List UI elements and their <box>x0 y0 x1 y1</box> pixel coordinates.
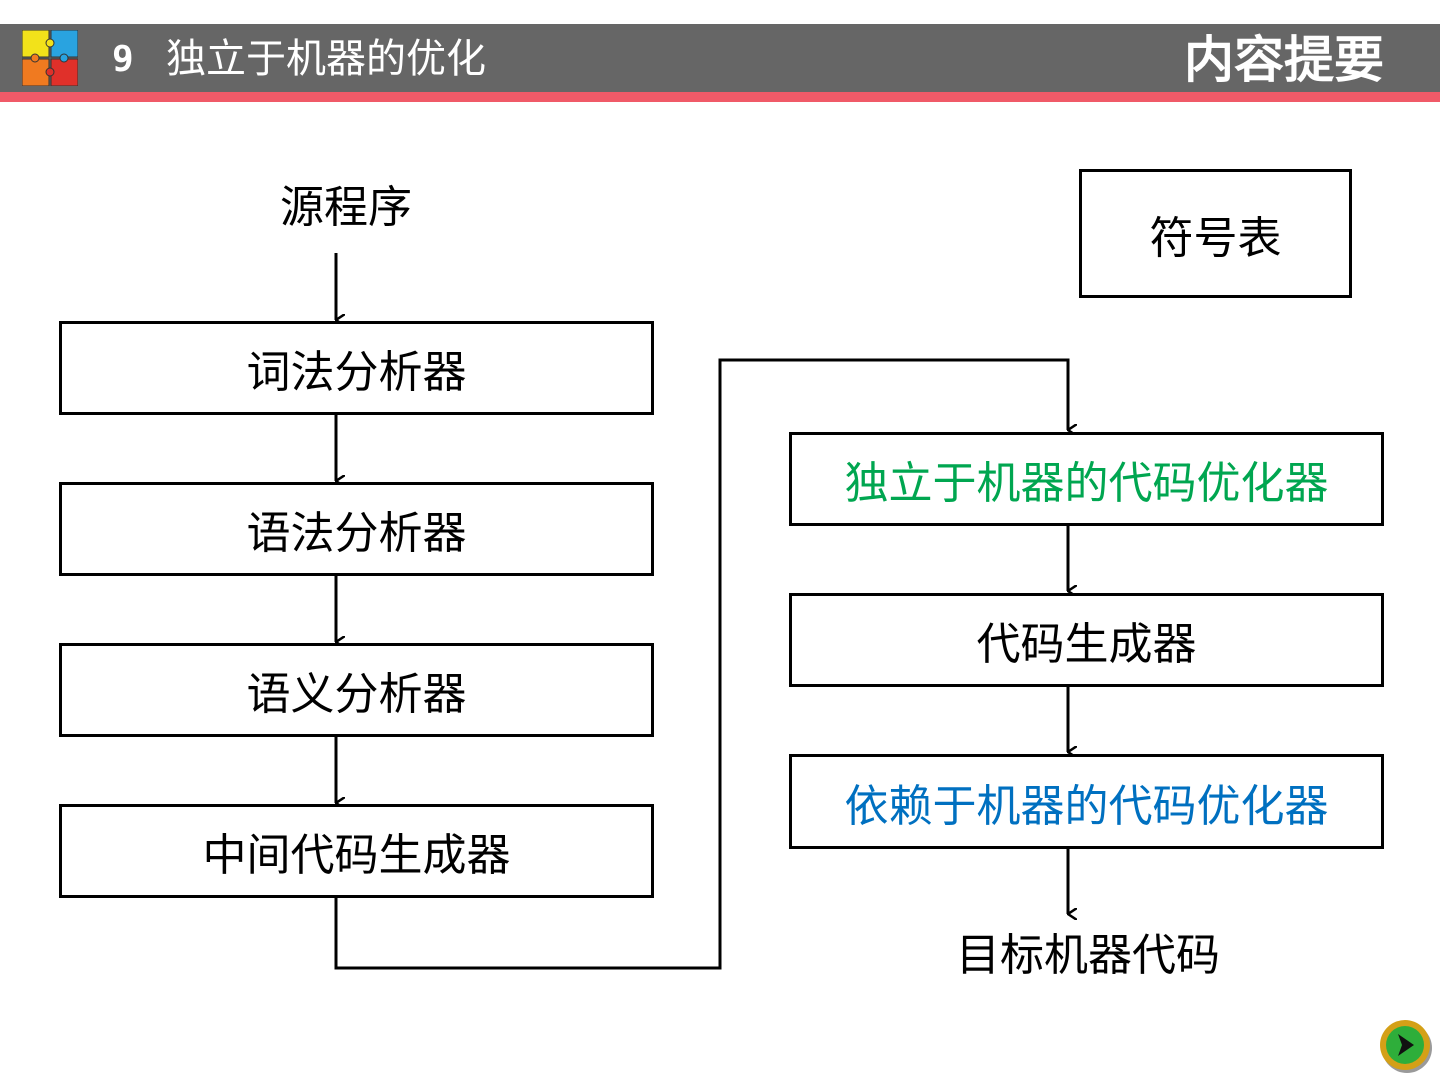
header-accent-stripe <box>0 92 1440 102</box>
target-machine-code-label: 目标机器代码 <box>956 930 1220 981</box>
section-title: 内容提要 <box>1184 31 1384 89</box>
syntax-analyzer-box: 语法分析器 <box>59 482 654 576</box>
connector-intermediate-to-optimizer <box>334 358 1068 970</box>
symbol-table-box: 符号表 <box>1079 169 1352 298</box>
machine-independent-optimizer-box: 独立于机器的代码优化器 <box>789 432 1384 526</box>
code-generator-box: 代码生成器 <box>789 593 1384 687</box>
machine-dependent-optimizer-box: 依赖于机器的代码优化器 <box>789 754 1384 849</box>
semantic-analyzer-box: 语义分析器 <box>59 643 654 737</box>
next-arrow-icon[interactable] <box>1378 1018 1434 1074</box>
intermediate-code-generator-box: 中间代码生成器 <box>59 804 654 898</box>
chapter-number: 9 <box>112 39 134 80</box>
puzzle-logo-icon <box>22 30 78 86</box>
header-bar <box>0 24 1440 92</box>
source-program-label: 源程序 <box>280 182 412 233</box>
chapter-title: 独立于机器的优化 <box>166 36 486 82</box>
lexical-analyzer-box: 词法分析器 <box>59 321 654 415</box>
